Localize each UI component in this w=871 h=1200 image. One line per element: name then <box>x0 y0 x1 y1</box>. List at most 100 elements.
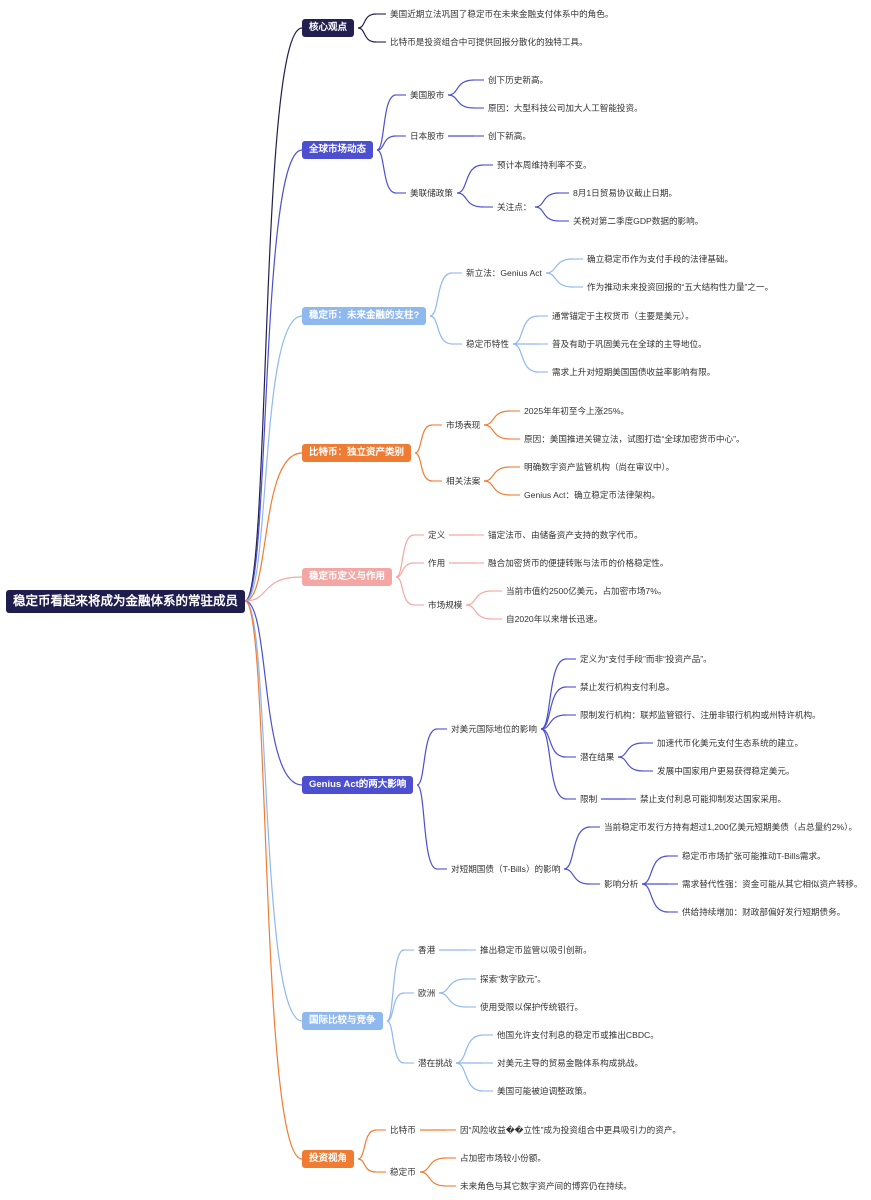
topic-node[interactable]: 普及有助于巩固美元在全球的主导地位。 <box>552 338 707 349</box>
topic-node[interactable]: 禁止发行机构支付利息。 <box>580 681 675 692</box>
topic-node[interactable]: 占加密市场较小份额。 <box>460 1152 546 1163</box>
connector-line <box>386 1020 405 1064</box>
topic-node[interactable]: 作为推动未来投资回报的“五大结构性力量”之一。 <box>587 281 774 292</box>
connector-line <box>455 1034 484 1064</box>
root-node[interactable]: 稳定币看起来将成为金融体系的常驻成员 <box>6 590 246 613</box>
topic-node[interactable]: 影响分析 <box>604 878 639 889</box>
topic-node[interactable]: 通常锚定于主权货币（主要是美元）。 <box>552 310 694 321</box>
connector-line <box>376 149 397 194</box>
topic-node[interactable]: 香港 <box>418 944 436 955</box>
topic-node[interactable]: 自2020年以来增长迅速。 <box>506 613 603 624</box>
connector-line <box>447 79 475 96</box>
branch-node[interactable]: 核心观点 <box>302 19 355 37</box>
topic-node[interactable]: 美联储政策 <box>410 187 453 198</box>
branch-node[interactable]: 稳定币定义与作用 <box>302 568 393 586</box>
topic-node[interactable]: 8月1日贸易协议截止日期。 <box>573 187 678 198</box>
topic-node[interactable]: 美国可能被迫调整政策。 <box>497 1085 592 1096</box>
connector-line <box>534 206 560 222</box>
topic-node[interactable]: 原因：美国推进关键立法，试图打造“全球加密货币中心”。 <box>524 433 745 444</box>
topic-node[interactable]: 美国近期立法巩固了稳定币在未来金融支付体系中的角色。 <box>390 8 614 19</box>
topic-node[interactable]: 融合加密货币的便捷转账与法币的价格稳定性。 <box>488 557 669 568</box>
topic-node[interactable]: 限制 <box>580 793 598 804</box>
branch-connector <box>244 315 303 602</box>
topic-node[interactable]: 稳定币特性 <box>466 338 509 349</box>
topic-node[interactable]: 供给持续增加：财政部偏好发行短期债务。 <box>682 906 846 917</box>
connector-line <box>456 192 484 208</box>
connector-line <box>563 826 591 870</box>
branch-connector <box>244 600 303 786</box>
topic-node[interactable]: 稳定币 <box>390 1166 416 1177</box>
topic-node[interactable]: 定义为“支付手段”而非“投资产品”。 <box>580 653 712 664</box>
connector-line <box>395 562 415 578</box>
topic-node[interactable]: 发展中国家用户更易获得稳定美元。 <box>657 765 795 776</box>
connector-line <box>357 27 377 43</box>
topic-node[interactable]: 对美元国际地位的影响 <box>451 723 537 734</box>
topic-node[interactable]: 关注点： <box>497 201 532 212</box>
topic-node[interactable]: 比特币是投资组合中可提供回报分散化的独特工具。 <box>390 36 588 47</box>
connector-line <box>429 315 453 345</box>
topic-node[interactable]: 确立稳定币作为支付手段的法律基础。 <box>587 253 734 264</box>
topic-node[interactable]: 加速代币化美元支付生态系统的建立。 <box>657 737 804 748</box>
topic-node[interactable]: 新立法：Genius Act <box>466 267 542 278</box>
connector-line <box>414 452 433 482</box>
topic-node[interactable]: 探索“数字欧元”。 <box>480 973 546 984</box>
topic-node[interactable]: 创下历史新高。 <box>488 74 549 85</box>
branch-connector <box>244 576 303 602</box>
topic-node[interactable]: 明确数字资产监管机构（尚在审议中）。 <box>524 461 675 472</box>
branch-node[interactable]: Genius Act的两大影响 <box>302 776 414 794</box>
branch-connector <box>244 149 303 602</box>
topic-node[interactable]: 当前稳定币发行方持有超过1,200亿美元短期美债（占总量约2%）。 <box>604 821 858 832</box>
topic-node[interactable]: 推出稳定币监管以吸引创新。 <box>480 944 592 955</box>
topic-node[interactable]: 需求上升对短期美国国债收益率影响有限。 <box>552 366 716 377</box>
topic-node[interactable]: 市场规模 <box>428 599 463 610</box>
topic-node[interactable]: 对美元主导的贸易金融体系构成挑战。 <box>497 1057 644 1068</box>
topic-node[interactable]: 限制发行机构：联邦监管银行、注册非银行机构或州特许机构。 <box>580 709 821 720</box>
connector-line <box>465 590 493 606</box>
topic-node[interactable]: 欧洲 <box>418 987 436 998</box>
branch-node[interactable]: 国际比较与竞争 <box>302 1012 383 1030</box>
topic-node[interactable]: 作用 <box>428 557 446 568</box>
branch-node[interactable]: 稳定币：未来金融的支柱? <box>302 307 427 325</box>
connector-line <box>540 728 567 800</box>
topic-node[interactable]: 因“风险收益��立性”成为投资组合中更具吸引力的资产。 <box>460 1124 682 1135</box>
connector-line <box>456 164 484 194</box>
topic-node[interactable]: 使用受限以保护传统银行。 <box>480 1001 584 1012</box>
topic-node[interactable]: 创下新高。 <box>488 130 531 141</box>
topic-node[interactable]: 比特币 <box>390 1124 416 1135</box>
connector-line <box>512 315 539 345</box>
branch-node[interactable]: 比特币：独立资产类别 <box>302 444 412 462</box>
topic-node[interactable]: 潜在挑战 <box>418 1057 453 1068</box>
topic-node[interactable]: 禁止支付利息可能抑制发达国家采用。 <box>640 793 787 804</box>
connector-line <box>447 94 475 109</box>
branch-node[interactable]: 全球市场动态 <box>302 141 374 159</box>
topic-node[interactable]: 定义 <box>428 529 446 540</box>
connector-line <box>534 192 560 208</box>
connector-line <box>419 1157 447 1173</box>
topic-node[interactable]: 预计本周维持利率不变。 <box>497 159 592 170</box>
topic-node[interactable]: 锚定法币、由储备资产支持的数字代币。 <box>488 529 643 540</box>
topic-node[interactable]: 当前市值约2500亿美元，占加密市场7%。 <box>506 585 667 596</box>
topic-node[interactable]: 他国允许支付利息的稳定币或推出CBDC。 <box>497 1029 659 1040</box>
topic-node[interactable]: 相关法案 <box>446 475 481 486</box>
connector-line <box>357 1129 377 1160</box>
topic-node[interactable]: 对短期国债（T-Bills）的影响 <box>451 863 561 874</box>
connector-line <box>376 94 397 151</box>
topic-node[interactable]: 关税对第二季度GDP数据的影响。 <box>573 215 704 226</box>
connector-line <box>357 1158 377 1173</box>
connector-line <box>545 272 574 288</box>
topic-node[interactable]: 需求替代性强：资金可能从其它相似资产转移。 <box>682 878 863 889</box>
topic-node[interactable]: Genius Act：确立稳定币法律架构。 <box>524 489 661 500</box>
topic-node[interactable]: 2025年年初至今上涨25%。 <box>524 405 630 416</box>
connector-line <box>416 784 438 870</box>
connector-line <box>483 480 511 496</box>
topic-node[interactable]: 原因：大型科技公司加大人工智能投资。 <box>488 102 643 113</box>
branch-node[interactable]: 投资视角 <box>302 1150 355 1168</box>
topic-node[interactable]: 稳定币市场扩张可能推动T-Bills需求。 <box>682 850 826 861</box>
connector-line <box>540 686 567 730</box>
topic-node[interactable]: 日本股市 <box>410 130 445 141</box>
topic-node[interactable]: 潜在结果 <box>580 751 615 762</box>
topic-node[interactable]: 美国股市 <box>410 89 445 100</box>
topic-node[interactable]: 市场表现 <box>446 419 481 430</box>
connector-line <box>429 272 453 317</box>
topic-node[interactable]: 未来角色与其它数字资产间的博弈仍在持续。 <box>460 1180 632 1191</box>
